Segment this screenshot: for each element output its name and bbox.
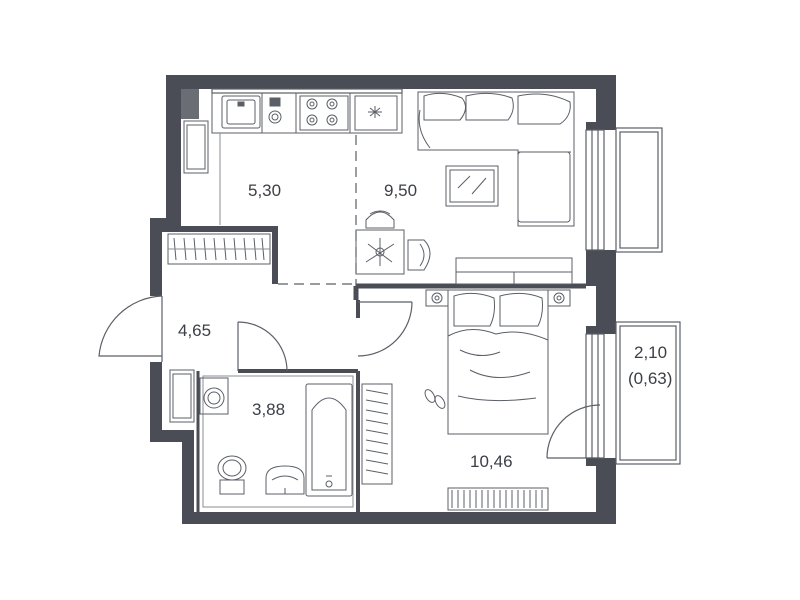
bathroom-area-label: 3,88: [252, 400, 285, 419]
bathroom-furniture: [169, 369, 353, 497]
toilet-icon: [217, 455, 247, 495]
balcony: [615, 127, 681, 465]
washing-machine-icon: [169, 369, 229, 423]
balcony-reduced-area-label: (0,63): [628, 369, 672, 388]
tv-icon: [445, 165, 499, 207]
living-area-label: 9,50: [384, 181, 417, 200]
sink-icon: [221, 95, 282, 129]
bathroom-door: [237, 321, 288, 372]
washbasin-icon: [265, 465, 305, 495]
fridge-icon: [354, 95, 398, 131]
bedroom-area-label: 10,46: [470, 452, 513, 471]
zone-dividers: [278, 135, 357, 286]
kitchen-area-label: 5,30: [248, 181, 281, 200]
wardrobe-icon: [361, 383, 393, 485]
table-icon: [355, 229, 405, 275]
rug-icon: [447, 487, 549, 511]
slippers-icon: [424, 389, 446, 409]
chair-icon: [365, 210, 395, 229]
kitchen-furniture: [183, 92, 403, 225]
wardrobe-icon: [167, 233, 271, 265]
bedroom-furniture: [361, 289, 571, 511]
living-furniture: [355, 91, 575, 285]
hall-area-label: 4,65: [178, 321, 211, 340]
bathtub-icon: [305, 383, 353, 497]
sofa-icon: [417, 91, 575, 227]
partitions: [162, 226, 586, 512]
entrance-door: [98, 295, 163, 362]
balcony-door: [546, 404, 601, 459]
nightstand-right: [547, 289, 571, 307]
nightstand-left: [425, 289, 449, 307]
balcony-area-label: 2,10: [634, 343, 667, 362]
walls: [150, 75, 616, 524]
stove-icon: [299, 95, 349, 131]
living-door: [357, 301, 413, 357]
doors: [98, 295, 601, 459]
chair-icon: [407, 239, 431, 271]
bed-icon: [447, 289, 549, 435]
